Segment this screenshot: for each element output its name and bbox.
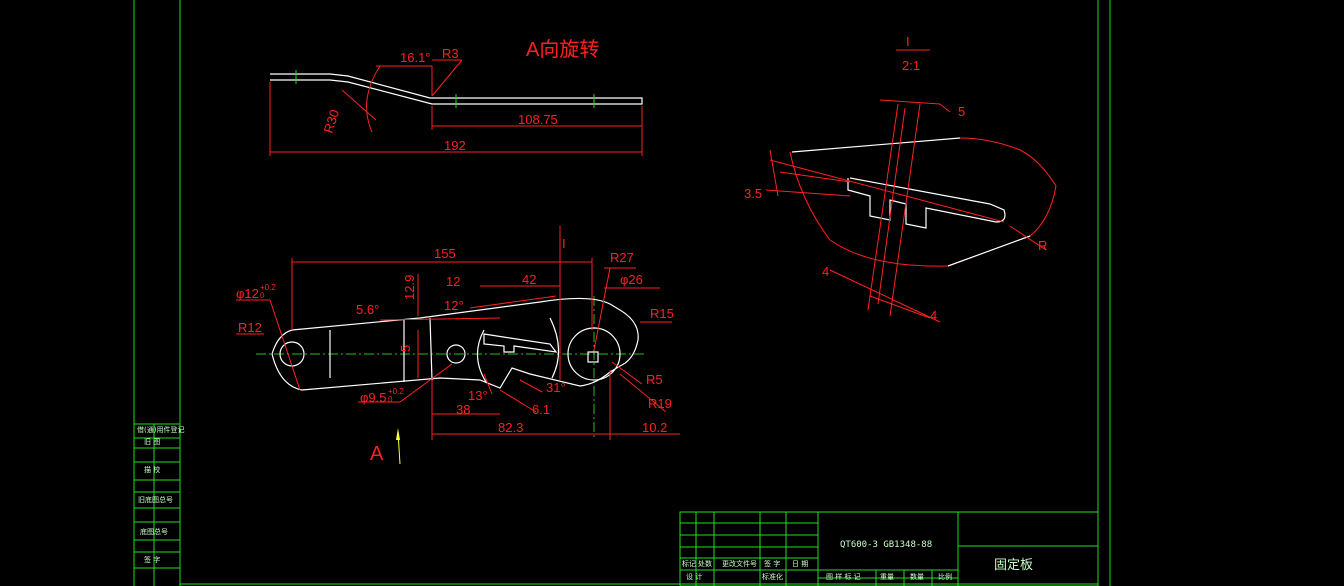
part-name: 固定板 xyxy=(994,558,1033,573)
dim-phi9-5-tol-up: +0.2 xyxy=(388,387,404,396)
hole-phi9-5 xyxy=(446,344,466,364)
dim-r27: R27 xyxy=(610,250,634,265)
detail-view: I 2:1 5 3.5 4 4 R xyxy=(744,34,1057,323)
angle-16-1: 16.1° xyxy=(400,50,431,65)
title-row-1: 标准化 xyxy=(762,572,783,581)
radius-r30: R30 xyxy=(321,108,343,135)
angle-5-6: 5.6° xyxy=(356,302,379,317)
angle-31: 31° xyxy=(546,380,566,395)
square-hole xyxy=(587,351,599,363)
main-view: 155 I R27 φ26 R15 R5 R19 12 42 12.9 5.6°… xyxy=(236,226,680,440)
detail-radius: R xyxy=(1038,238,1047,253)
dim-155: 155 xyxy=(434,246,456,261)
title-header-3: 签 字 xyxy=(764,559,780,568)
dim-12-9: 12.9 xyxy=(402,275,417,300)
detail-dim-4-right: 4 xyxy=(930,308,937,323)
dim-r19: R19 xyxy=(648,396,672,411)
view-label-a-rotation: A向旋转 xyxy=(526,38,599,61)
title-block: 标记 处数 更改文件号 签 字 日 期 设 计 标准化 图 样 标 记 重量 数… xyxy=(679,511,1099,586)
section-mark-i: I xyxy=(562,236,566,251)
stage-header-3: 比例 xyxy=(938,572,952,581)
detail-dim-5: 5 xyxy=(958,104,965,119)
side-table-row-4: 底图总号 xyxy=(140,527,168,536)
drawing-frame xyxy=(133,0,1111,586)
dim-6-1: 6.1 xyxy=(532,402,550,417)
dim-r5: R5 xyxy=(646,372,663,387)
dim-12: 12 xyxy=(446,274,460,289)
dim-82-3: 82.3 xyxy=(498,420,523,435)
detail-scale: 2:1 xyxy=(902,58,920,73)
detail-label: I xyxy=(906,34,910,49)
top-view: 16.1° R3 R30 108.75 192 xyxy=(269,46,643,156)
title-header-4: 日 期 xyxy=(792,560,808,568)
title-header-0: 标记 xyxy=(682,559,696,568)
side-table: 借(通)用件登记 旧 图 描 校 旧底图总号 底图总号 签 字 xyxy=(134,423,184,586)
side-table-row-3: 旧底图总号 xyxy=(138,495,173,504)
dim-phi26: φ26 xyxy=(620,272,643,287)
radius-r3: R3 xyxy=(442,46,459,61)
side-table-row-5: 签 字 xyxy=(144,555,160,564)
title-header-1: 处数 xyxy=(698,559,712,568)
dim-5-main: 5 xyxy=(398,345,413,352)
side-table-row-0: 借(通)用件登记 xyxy=(137,425,184,434)
dim-10-2: 10.2 xyxy=(642,420,667,435)
stage-header-0: 图 样 标 记 xyxy=(826,572,861,581)
side-table-row-1: 旧 图 xyxy=(144,438,160,446)
dim-r15: R15 xyxy=(650,306,674,321)
dim-phi9-5: φ9.5 xyxy=(360,390,387,405)
stage-header-1: 重量 xyxy=(880,573,894,581)
dim-192: 192 xyxy=(444,138,466,153)
dim-108-75: 108.75 xyxy=(518,112,558,127)
dim-phi12: φ12 xyxy=(236,286,259,301)
title-row-0: 设 计 xyxy=(686,572,702,581)
dim-phi9-5-tol-dn: 0 xyxy=(388,395,393,404)
title-header-2: 更改文件号 xyxy=(722,559,757,568)
detail-dim-4-left: 4 xyxy=(822,264,829,279)
dim-phi12-tol-dn: 0 xyxy=(260,291,265,300)
detail-dim-3-5: 3.5 xyxy=(744,186,762,201)
dim-38: 38 xyxy=(456,402,470,417)
angle-13: 13° xyxy=(468,388,488,403)
view-letter-a: A xyxy=(370,443,384,465)
dim-r12: R12 xyxy=(238,320,262,335)
material-label: QT600-3 GB1348-88 xyxy=(840,540,932,550)
stage-header-2: 数量 xyxy=(910,572,924,581)
boss-circle xyxy=(567,327,621,381)
view-arrow-a: A xyxy=(370,428,401,465)
arrow-up-icon xyxy=(396,428,400,440)
angle-12: 12° xyxy=(444,298,464,313)
dim-42: 42 xyxy=(522,272,536,287)
dim-phi12-tol-up: +0.2 xyxy=(260,283,276,292)
side-table-row-2: 描 校 xyxy=(144,465,160,474)
